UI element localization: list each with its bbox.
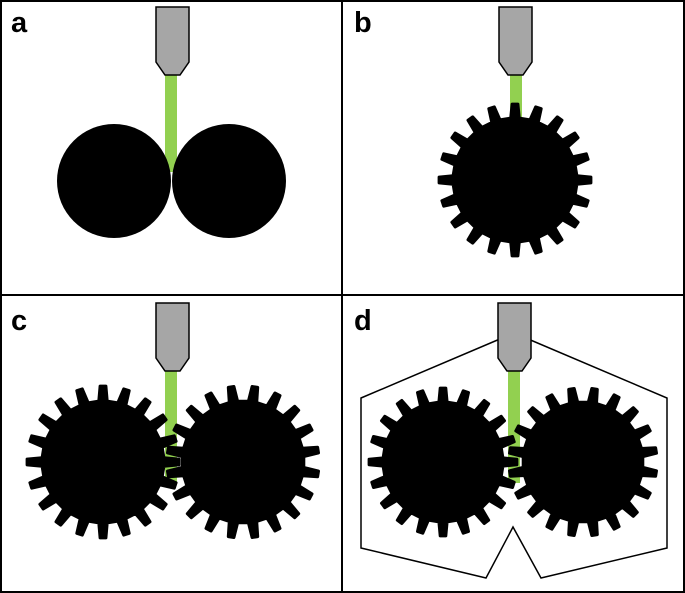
gear-c-right (166, 385, 320, 539)
panel-a (57, 6, 286, 238)
cylinder-right (172, 124, 286, 238)
gear-d-left (367, 386, 519, 538)
housing-outline (360, 332, 668, 579)
cylinder-left (57, 124, 171, 238)
gear-b (437, 102, 593, 258)
nozzle-a (155, 6, 190, 76)
gear-d-right (508, 387, 658, 537)
panel-c (25, 302, 320, 540)
panel-label-d: d (354, 305, 372, 337)
nozzle-b (498, 6, 533, 76)
nozzle-d (497, 302, 532, 372)
panel-d (360, 302, 668, 579)
panel-b (437, 6, 593, 258)
stream-a (165, 72, 177, 172)
panel-label-b: b (354, 7, 372, 39)
nozzle-c (155, 302, 190, 372)
gear-c-left (25, 384, 181, 540)
panel-label-a: a (11, 7, 28, 39)
panel-label-c: c (11, 305, 27, 337)
